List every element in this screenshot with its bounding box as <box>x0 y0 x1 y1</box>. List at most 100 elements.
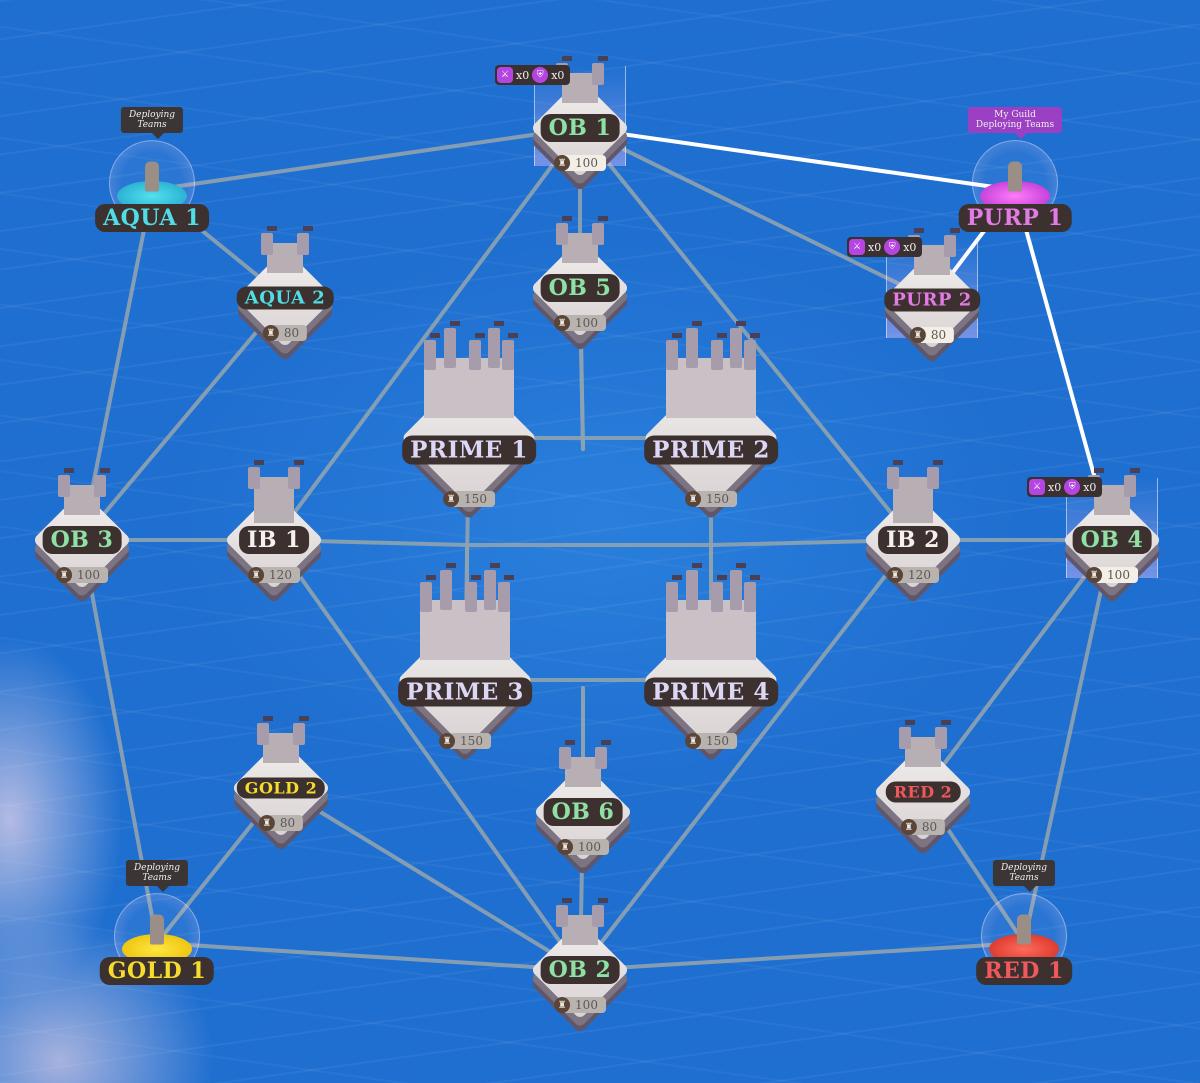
attack-count: x0 <box>868 240 882 254</box>
points-badge: ♜120 <box>887 567 939 583</box>
node-label: OB 6 <box>543 798 623 826</box>
node-ob4[interactable]: OB 4♜100⚔x0⛨x0 <box>1027 468 1167 595</box>
flag-icon <box>736 321 746 326</box>
node-label: OB 1 <box>540 114 620 142</box>
tower-icon <box>666 333 682 370</box>
node-label: RED 2 <box>885 781 961 803</box>
node-ob5[interactable]: OB 5♜100 <box>525 216 635 343</box>
points-badge: ♜80 <box>258 815 304 831</box>
flag-icon <box>914 228 924 233</box>
tower-icon <box>592 898 608 927</box>
tower-icon <box>730 563 746 610</box>
island-platform <box>858 460 968 595</box>
tower-icon <box>498 575 514 612</box>
flag-icon <box>672 333 682 338</box>
path-link <box>272 538 582 972</box>
defense-tower-icon: ♜ <box>554 315 571 331</box>
node-label: GOLD 2 <box>236 777 326 799</box>
castle-icon <box>420 563 514 660</box>
flag-icon <box>426 575 436 580</box>
node-purp2[interactable]: PURP 2♜80⚔x0⛨x0 <box>847 228 987 355</box>
tower-icon <box>686 563 702 610</box>
path-link <box>155 941 582 972</box>
castle-icon <box>908 228 960 275</box>
tower-icon <box>248 460 264 489</box>
flag-icon <box>717 333 727 338</box>
node-label: OB 5 <box>540 274 620 302</box>
points-badge: ♜80 <box>262 325 308 341</box>
node-label: PURP 2 <box>884 288 980 312</box>
tower-icon <box>484 563 500 610</box>
node-label: PURP 1 <box>958 203 1072 232</box>
node-prime3[interactable]: PRIME 3♜150 <box>395 563 535 755</box>
defense-team-icon: ⛨ <box>1064 479 1081 495</box>
flag-icon <box>294 460 304 465</box>
tower-icon <box>592 56 608 85</box>
defense-tower-icon: ♜ <box>56 567 73 583</box>
castle-icon <box>556 898 608 945</box>
node-label: IB 1 <box>239 526 309 554</box>
node-ob3[interactable]: OB 3♜100 <box>27 468 137 595</box>
island-platform <box>395 563 535 755</box>
flag-icon <box>598 216 608 221</box>
flag-icon <box>263 716 273 721</box>
flag-icon <box>562 216 572 221</box>
flag-icon <box>565 740 575 745</box>
node-gold2[interactable]: GOLD 2 ♜80 <box>226 716 336 843</box>
flag-icon <box>267 226 277 231</box>
node-ob6[interactable]: OB 6♜100 <box>528 740 638 867</box>
castle-icon <box>559 740 611 787</box>
flag-icon <box>717 575 727 580</box>
flag-icon <box>750 575 760 580</box>
node-label: OB 4 <box>1072 526 1152 554</box>
tower-icon <box>261 226 277 255</box>
node-ib2[interactable]: IB 2♜120 <box>858 460 968 595</box>
defense-tower-icon: ♜ <box>909 327 926 343</box>
tower-icon <box>711 333 727 370</box>
defense-tower-icon: ♜ <box>554 155 571 171</box>
island-platform <box>641 563 781 755</box>
node-ob2[interactable]: OB 2♜100 <box>525 898 635 1025</box>
flag-icon <box>494 321 504 326</box>
flag-icon <box>941 720 951 725</box>
tower-icon <box>94 468 110 497</box>
path-link <box>80 188 154 542</box>
flag-icon <box>504 575 514 580</box>
points-value: 80 <box>269 815 304 831</box>
node-aqua2[interactable]: AQUA 2♜80 <box>230 226 340 353</box>
tower-icon <box>145 161 159 192</box>
flag-icon <box>598 56 608 61</box>
tower-icon <box>465 575 481 612</box>
node-prime1[interactable]: PRIME 1♜150 <box>399 321 539 513</box>
node-ob1[interactable]: OB 1♜100⚔x0⛨x0 <box>495 56 635 183</box>
tower-icon <box>730 321 746 368</box>
node-ib1[interactable]: IB 1♜120 <box>219 460 329 595</box>
path-link <box>578 126 915 542</box>
points-value: 100 <box>565 155 606 171</box>
castle-icon <box>261 226 313 273</box>
points-value: 150 <box>454 491 495 507</box>
castle-icon <box>899 720 951 767</box>
node-prime2[interactable]: PRIME 2♜150 <box>641 321 781 513</box>
tower-icon <box>58 468 74 497</box>
tower-icon <box>559 740 575 769</box>
node-red2[interactable]: RED 2♜80 <box>868 720 978 847</box>
flag-icon <box>64 468 74 473</box>
node-label: AQUA 1 <box>95 203 209 232</box>
tower-icon <box>150 914 164 945</box>
island-platform <box>27 468 137 595</box>
path-link <box>578 126 934 302</box>
path-link <box>279 786 582 972</box>
island-platform <box>219 460 329 595</box>
flag-icon <box>490 563 500 568</box>
node-prime4[interactable]: PRIME 4♜150 <box>641 563 781 755</box>
path-link <box>578 538 915 972</box>
castle-icon <box>257 716 309 763</box>
attack-count: x0 <box>1048 480 1062 494</box>
tower-icon <box>469 333 485 370</box>
